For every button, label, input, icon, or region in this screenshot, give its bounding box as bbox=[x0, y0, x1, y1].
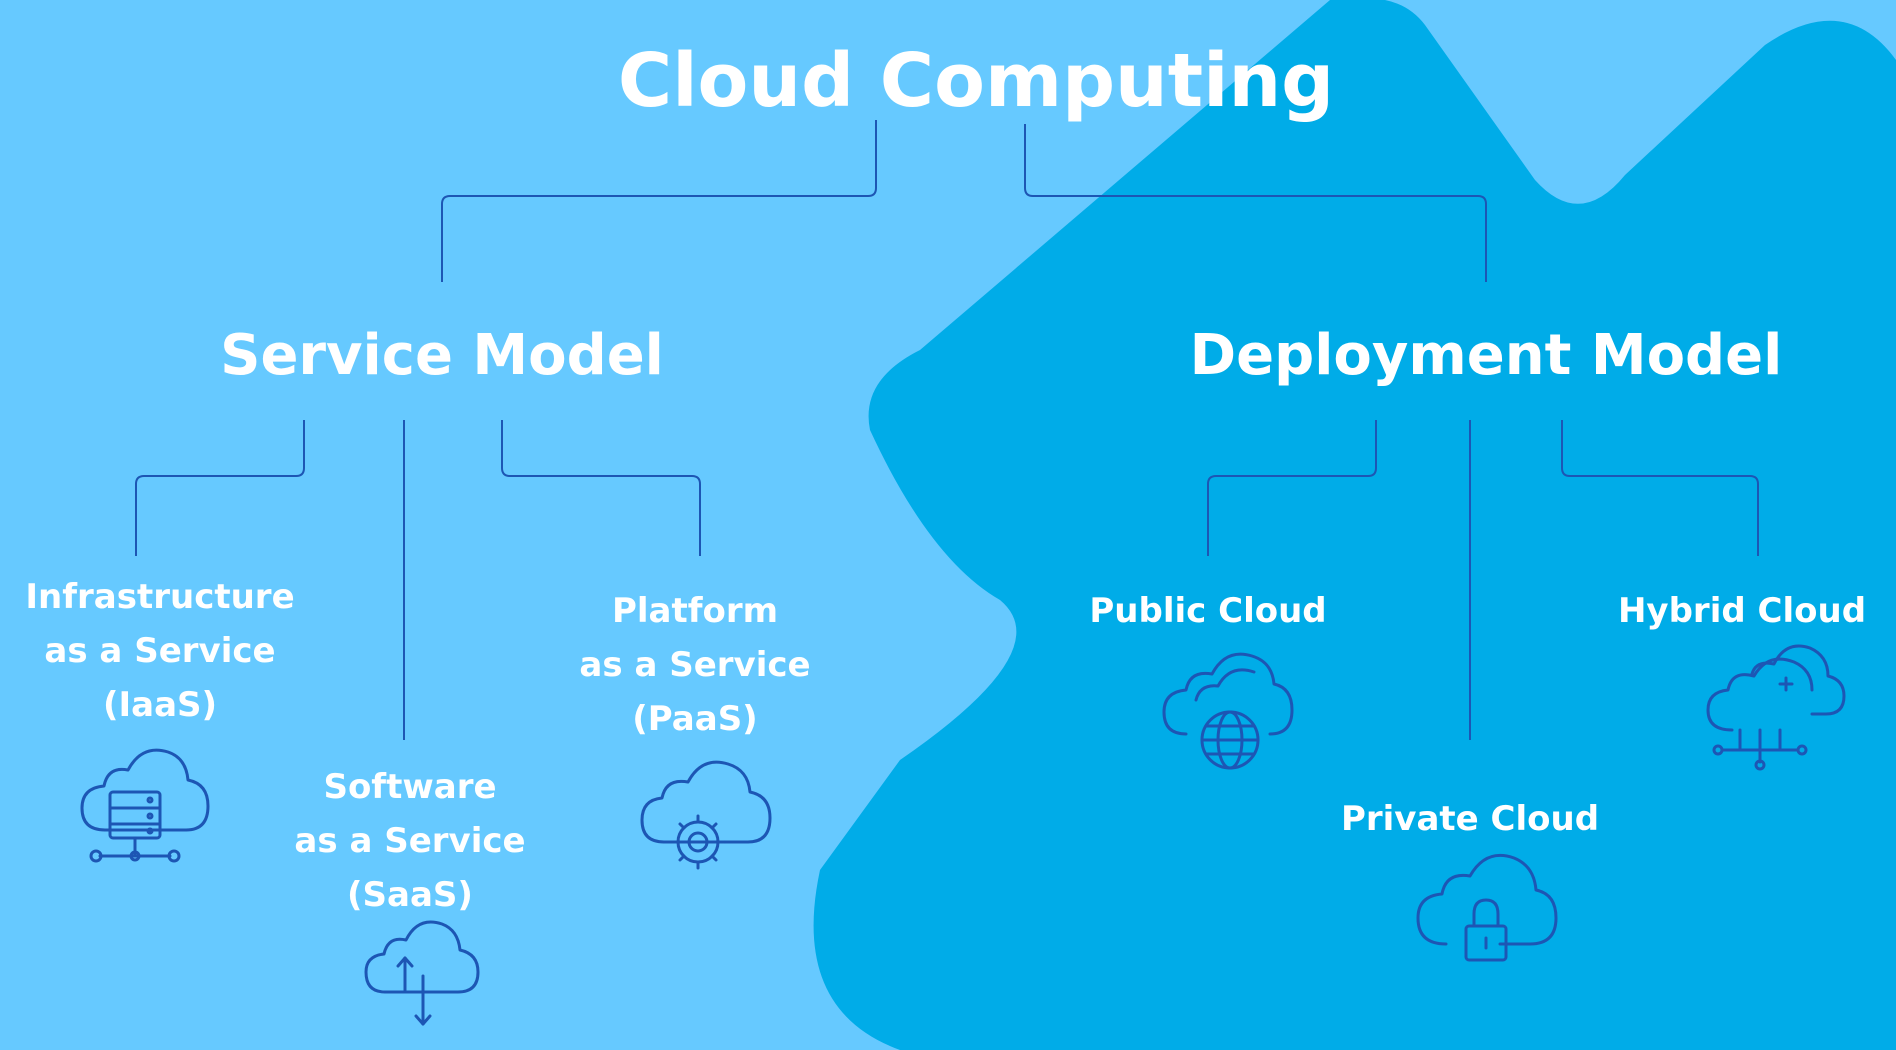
connector-deployment-to-public bbox=[1207, 420, 1377, 556]
cloud-upload-download-icon bbox=[364, 920, 480, 1026]
deployment-model-heading: Deployment Model bbox=[1189, 323, 1783, 388]
connector-deployment-to-hybrid bbox=[1561, 420, 1759, 556]
iaas-line-2: as a Service bbox=[44, 631, 276, 671]
saas-line-3: (SaaS) bbox=[347, 875, 473, 915]
iaas-line-3: (IaaS) bbox=[102, 685, 218, 725]
paas-line-3: (PaaS) bbox=[632, 699, 758, 739]
cloud-lock-icon bbox=[1416, 853, 1558, 962]
saas-line-1: Software bbox=[323, 767, 497, 807]
iaas-line-1: Infrastructure bbox=[25, 577, 295, 617]
public-cloud-label: Public Cloud bbox=[1089, 584, 1326, 638]
service-model-heading: Service Model bbox=[220, 323, 664, 388]
saas-label: Software as a Service (SaaS) bbox=[294, 760, 525, 922]
connector-root-to-deployment bbox=[1024, 124, 1487, 282]
cloud-server-icon bbox=[80, 748, 210, 863]
private-cloud-label: Private Cloud bbox=[1341, 792, 1599, 846]
iaas-label: Infrastructure as a Service (IaaS) bbox=[25, 570, 294, 732]
deployment-blob-shape bbox=[813, 0, 1896, 1050]
connector-service-to-paas bbox=[501, 420, 701, 556]
public-cloud-line-1: Public Cloud bbox=[1089, 591, 1327, 631]
paas-line-1: Platform bbox=[611, 591, 779, 631]
paas-line-2: as a Service bbox=[579, 645, 811, 685]
connector-service-to-iaas bbox=[135, 420, 305, 556]
saas-line-2: as a Service bbox=[294, 821, 526, 861]
diagram-title: Cloud Computing bbox=[617, 38, 1335, 124]
paas-label: Platform as a Service (PaaS) bbox=[579, 584, 810, 746]
hybrid-cloud-icon bbox=[1706, 644, 1846, 771]
hybrid-cloud-line-1: Hybrid Cloud bbox=[1617, 591, 1867, 631]
cloud-globe-icon bbox=[1162, 652, 1294, 770]
connector-root-to-service bbox=[441, 120, 877, 282]
hybrid-cloud-label: Hybrid Cloud bbox=[1618, 584, 1866, 638]
private-cloud-line-1: Private Cloud bbox=[1340, 799, 1600, 839]
cloud-gear-icon bbox=[640, 760, 772, 870]
